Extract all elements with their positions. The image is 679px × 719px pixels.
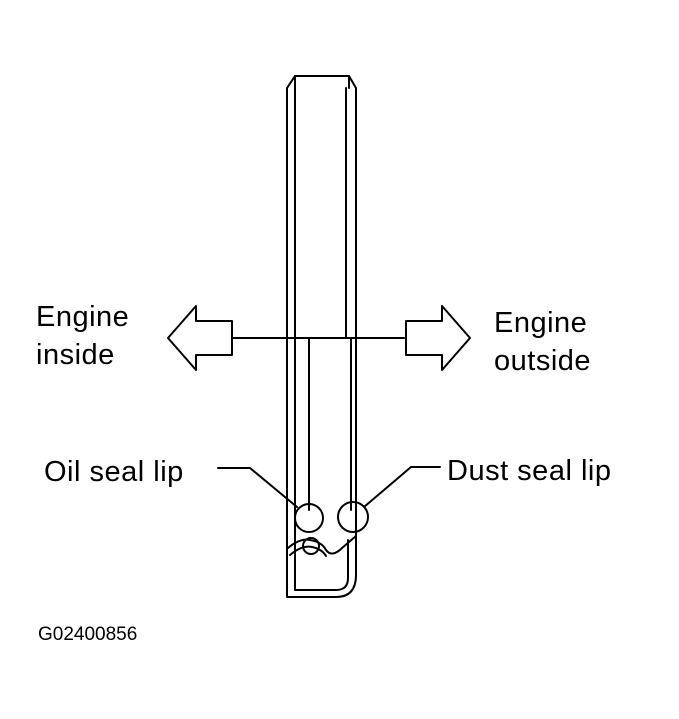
figure-id: G02400856 — [38, 624, 138, 645]
dust-seal-lip-circle — [337, 501, 369, 533]
seal-pocket — [294, 539, 349, 591]
engine-outside-label: Engine outside — [494, 304, 591, 380]
garter-spring — [302, 537, 320, 555]
engine-inside-arrow — [167, 305, 233, 371]
engine-inside-line1: Engine — [36, 301, 130, 333]
engine-inside-label: Engine inside — [36, 298, 129, 374]
seal-lip-profile-inner — [289, 545, 327, 557]
seal-body-outline — [286, 75, 357, 598]
oil-seal-lip-circle — [294, 503, 324, 533]
engine-outside-line2: outside — [494, 345, 592, 377]
dust-seal-lip-label: Dust seal lip — [447, 455, 612, 487]
seal-lip-profile — [287, 535, 357, 555]
engine-outside-line1: Engine — [494, 307, 588, 339]
engine-inside-line2: inside — [36, 339, 115, 371]
engine-outside-arrow — [405, 305, 471, 371]
oil-seal-lip-label: Oil seal lip — [44, 456, 184, 488]
oil-seal-leader-line — [217, 467, 298, 508]
dust-seal-leader-line — [363, 466, 441, 508]
